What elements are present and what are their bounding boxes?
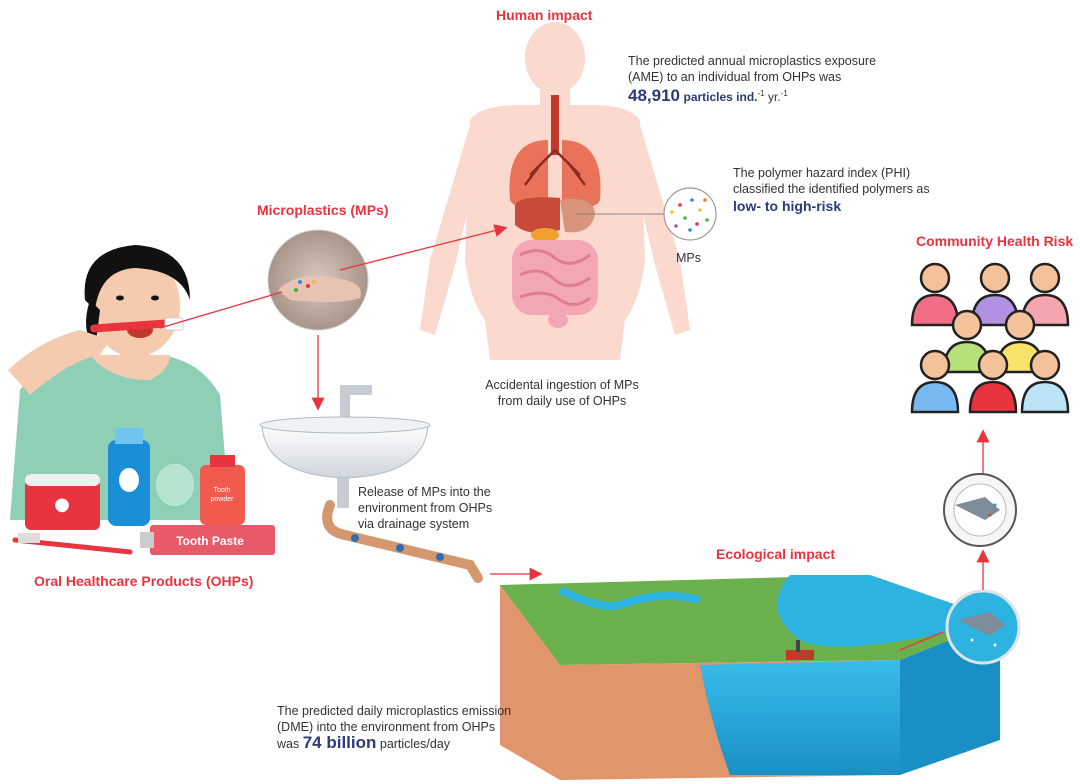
release-line-1: Release of MPs into the <box>358 485 491 499</box>
bottle-label-1: Tooth <box>213 487 230 494</box>
ame-value: 48,910 <box>628 86 680 106</box>
ame-sup-1: -1 <box>757 89 765 98</box>
ame-sup-2: -1 <box>780 89 788 98</box>
person-icon <box>910 262 960 327</box>
ame-line-1: The predicted annual microplastics expos… <box>628 54 877 68</box>
ame-value-line: 48,910 particles ind.-1 yr.-1 <box>628 86 888 105</box>
ingestion-line-2: from daily use of OHPs <box>497 394 627 408</box>
release-text: Release of MPs into the environment from… <box>358 484 533 532</box>
left-lung <box>509 140 548 208</box>
dme-line-1: The predicted daily microplastics emissi… <box>277 704 512 718</box>
ingestion-line-1: Accidental ingestion of MPs <box>485 378 639 392</box>
phi-text: The polymer hazard index (PHI) classifie… <box>733 165 983 214</box>
person-icon <box>1020 349 1070 414</box>
sink-drain <box>259 385 483 583</box>
ame-text: The predicted annual microplastics expos… <box>628 53 888 105</box>
ohp-title: Oral Healthcare Products (OHPs) <box>34 573 254 589</box>
community-health-risk-title: Community Health Risk <box>916 233 1074 249</box>
mps-circle-label: MPs <box>676 251 701 265</box>
phi-line-1: The polymer hazard index (PHI) <box>733 166 911 180</box>
human-impact-title: Human impact <box>496 7 593 23</box>
person-icon <box>910 349 960 414</box>
ingestion-text: Accidental ingestion of MPs from daily u… <box>472 377 652 409</box>
ecological-impact-title: Ecological impact <box>716 546 836 562</box>
ecological-landscape <box>500 575 1000 780</box>
dme-text: The predicted daily microplastics emissi… <box>277 703 567 752</box>
dme-value-line: was 74 billion particles/day <box>277 733 567 752</box>
ame-unit-2: yr. <box>764 90 781 105</box>
svg-text:●: ● <box>54 494 70 515</box>
person-icon <box>968 349 1018 414</box>
phi-line-2: classified the identified polymers as <box>733 182 930 196</box>
person-icon <box>1020 262 1070 327</box>
dme-value: 74 billion <box>302 733 377 752</box>
release-line-2: environment from OHPs <box>358 501 493 515</box>
ame-unit: particles ind. <box>683 90 758 105</box>
ame-line-2: (AME) to an individual from OHPs was <box>628 70 842 84</box>
oral-healthcare-products: ● Tooth powder Tooth Paste <box>12 428 275 555</box>
microplastics-finger-image <box>267 229 369 331</box>
mps-particles-circle <box>575 187 717 241</box>
human-body <box>420 22 690 360</box>
fish-water-circles <box>943 473 1021 665</box>
community-people-group <box>910 262 1070 414</box>
microplastics-title: Microplastics (MPs) <box>257 202 389 218</box>
release-line-3: via drainage system <box>358 517 470 531</box>
toothpaste-label: Tooth Paste <box>176 534 244 548</box>
flow-arrows <box>159 224 990 651</box>
phi-value: low- to high-risk <box>733 198 842 214</box>
dme-prefix: was <box>277 737 303 751</box>
dme-suffix: particles/day <box>376 737 451 751</box>
bottle-label-2: powder <box>211 496 235 503</box>
dme-line-2: (DME) into the environment from OHPs <box>277 720 496 734</box>
right-lung <box>562 140 601 208</box>
